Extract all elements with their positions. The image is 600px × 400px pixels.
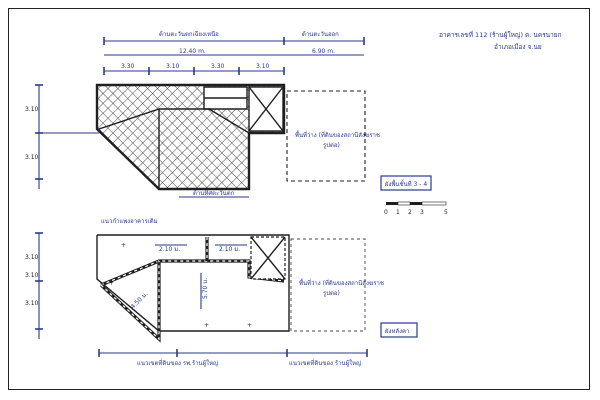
room-label: 2.10 ม. <box>219 246 240 253</box>
empty-lot-note-2: รูปต่อ) <box>323 290 340 297</box>
title-line-1: อาคารเลขที่ 112 (ร้านผู้ใหญ่) ต. นครนายก <box>439 30 562 39</box>
crosshair-mark: + <box>204 322 209 329</box>
title-line-2: อำเภอเมือง จ.นย <box>494 43 542 51</box>
scale-label: 3 <box>420 209 424 216</box>
segment-label: 3.30 <box>121 63 135 70</box>
dim-top-right-label: ด้านตะวันออก <box>302 31 339 38</box>
side-dim-label: 3.10 <box>25 254 39 261</box>
empty-lot-outline <box>286 90 366 182</box>
hatched-building-area <box>95 83 286 191</box>
scale-label: 1 <box>396 209 400 216</box>
roof-outline <box>96 234 290 332</box>
room-label: 5.70 ม. <box>202 278 209 299</box>
scale-label: 5 <box>444 209 448 216</box>
plan-stamp: ผังพื้นชั้นที่ 3 - 4 <box>385 178 427 188</box>
dim-right-total: 6.90 m. <box>312 48 335 55</box>
dim-left-total: 12.40 m. <box>179 48 206 55</box>
plan-stamp-box <box>380 175 432 191</box>
crosshair-mark: + <box>247 322 252 329</box>
bottom-plan-top-label: แนวกำแพงอาคารเดิม <box>101 218 158 225</box>
side-dim-label: 3.10 <box>25 154 39 161</box>
room-label: 2.10 ม. <box>159 246 180 253</box>
roof-wall-inner <box>100 261 160 341</box>
top-plan: ด้านตะวันตกเฉียงเหนือ ด้านตะวันออก 12.40… <box>25 30 448 216</box>
empty-lot-note-1: พื้นที่ว่าง (ที่ดินของสถานีสังฆราช <box>295 129 380 139</box>
scale-segment <box>421 201 447 206</box>
roof-stamp-box <box>380 322 418 338</box>
bottom-label: ด้านทิศตะวันตก <box>193 190 235 197</box>
segment-label: 3.10 <box>166 63 180 70</box>
scale-label: 0 <box>384 209 388 216</box>
roof-stamp: ผังหลังคา <box>385 328 409 335</box>
scale-segment <box>397 201 411 206</box>
crosshair-mark: + <box>109 280 114 287</box>
dim-top-left-label: ด้านตะวันตกเฉียงเหนือ <box>159 30 219 38</box>
empty-lot-note-1: พื้นที่ว่าง (ที่ดินของสถานีสังฆราช <box>299 277 384 287</box>
drawing-sheet: อาคารเลขที่ 112 (ร้านผู้ใหญ่) ต. นครนายก… <box>8 8 590 390</box>
side-dim-label: 3.10 <box>25 272 39 279</box>
bottom-right-label: แนวเขตที่ดินของ ร้านผู้ใหญ่ <box>289 359 361 367</box>
empty-lot-outline <box>290 238 366 332</box>
internal-wall <box>159 108 250 134</box>
crosshair-mark: + <box>121 242 126 249</box>
architectural-drawing: อาคารเลขที่ 112 (ร้านผู้ใหญ่) ต. นครนายก… <box>25 30 562 367</box>
scale-bar: 0 1 2 3 5 <box>384 201 448 216</box>
segment-label: 3.30 <box>211 63 225 70</box>
scale-segment <box>410 202 422 205</box>
stair-cross <box>248 86 284 132</box>
empty-lot-note-2: รูปต่อ) <box>323 142 340 149</box>
bottom-left-label: แนวเขตที่ดินของ รพ.ร้านผู้ใหญ่ <box>137 359 218 367</box>
stair-cross <box>250 236 286 280</box>
bottom-plan: แนวกำแพงอาคารเดิม 3.10 3.10 3.10 2.10 ม.… <box>25 218 418 367</box>
scale-segment <box>386 202 398 205</box>
segment-label: 3.10 <box>256 63 270 70</box>
scale-label: 2 <box>408 209 412 216</box>
room-label: 4.50 ม. <box>129 290 149 310</box>
side-dim-label: 3.10 <box>25 106 39 113</box>
side-dim-label: 3.10 <box>25 300 39 307</box>
